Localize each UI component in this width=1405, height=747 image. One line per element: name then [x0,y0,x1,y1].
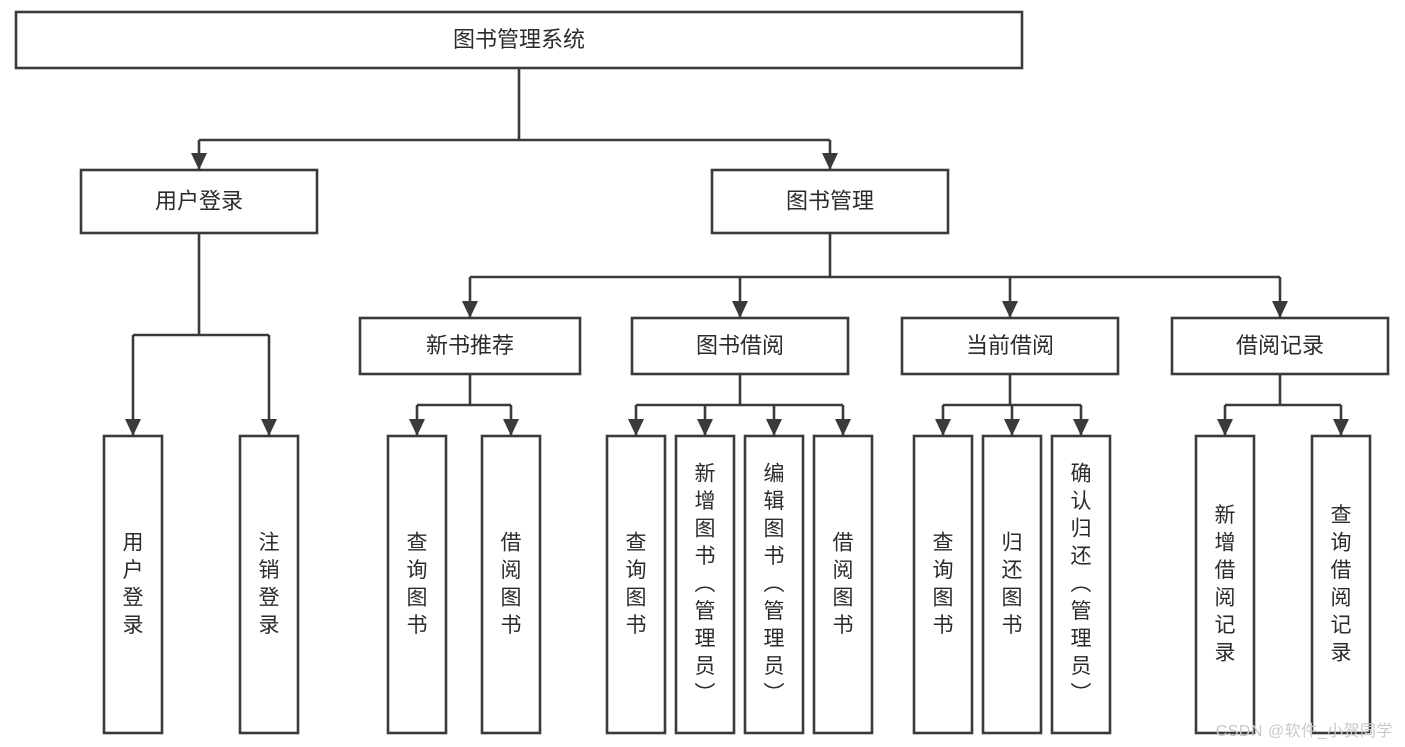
branch-current-borrow [943,374,1081,407]
node-box[interactable] [981,434,1043,735]
node-label: 查询图书 [407,531,428,637]
node-leaf-edit-book[interactable]: 编辑图书︵管理员︶ [743,434,805,735]
node-label: 查询图书 [626,531,647,637]
node-leaf-borrow-book-1[interactable]: 借阅图书 [480,434,542,735]
node-box[interactable] [358,316,582,376]
branch-book-borrow [636,374,843,407]
node-new-book-rec[interactable]: 新书推荐 [358,316,582,376]
arrow-head [125,419,141,436]
node-leaf-query-book-3[interactable]: 查询图书 [912,434,974,735]
branch-new-book-rec [417,374,511,407]
arrow-head [261,419,277,436]
node-leaf-add-book[interactable]: 新增图书︵管理员︶ [674,434,736,735]
node-box[interactable] [812,434,874,735]
node-current-borrow[interactable]: 当前借阅 [900,316,1120,376]
node-leaf-query-record[interactable]: 查询借阅记录 [1310,434,1372,735]
node-label: 借阅图书 [501,531,522,637]
branch-borrow-record [1225,374,1341,407]
node-box[interactable] [630,316,850,376]
node-box[interactable] [102,434,164,735]
node-label: 新增图书︵管理员︶ [695,462,716,705]
node-box[interactable] [674,434,736,735]
node-book-manage[interactable]: 图书管理 [710,168,950,235]
node-leaf-logout[interactable]: 注销登录 [238,434,300,735]
node-label: 注销登录 [259,531,280,637]
node-box[interactable] [743,434,805,735]
node-label: 当前借阅 [966,333,1054,358]
node-box[interactable] [1170,316,1390,376]
node-box[interactable] [605,434,667,735]
arrow-head [935,419,951,436]
arrow-head [732,301,748,318]
node-leaf-query-book-2[interactable]: 查询图书 [605,434,667,735]
arrow-head [191,153,207,170]
node-leaf-borrow-book-2[interactable]: 借阅图书 [812,434,874,735]
arrow-head [1002,301,1018,318]
node-label: 借阅记录 [1236,333,1324,358]
node-root-title[interactable]: 图书管理系统 [14,10,1024,70]
node-label: 用户登录 [155,188,243,213]
node-box[interactable] [238,434,300,735]
node-label: 图书借阅 [696,333,784,358]
node-book-borrow[interactable]: 图书借阅 [630,316,850,376]
node-label: 新书推荐 [426,333,514,358]
node-box[interactable] [900,316,1120,376]
arrows [125,140,1349,436]
node-leaf-user-login[interactable]: 用户登录 [102,434,164,735]
node-leaf-query-book-1[interactable]: 查询图书 [386,434,448,735]
node-box[interactable] [79,168,319,235]
arrow-head [503,419,519,436]
node-box[interactable] [1310,434,1372,735]
node-label: 归还图书 [1002,531,1023,637]
arrow-head [628,419,644,436]
node-box[interactable] [1194,434,1256,735]
node-user-login[interactable]: 用户登录 [79,168,319,235]
branch-root [199,68,830,142]
arrow-head [1217,419,1233,436]
branch-user-login [133,233,269,337]
node-box[interactable] [1050,434,1112,735]
branch-book-manage [470,233,1280,279]
node-label: 用户登录 [123,531,144,637]
arrow-head [462,301,478,318]
arrow-head [697,419,713,436]
node-label: 确认归还︵管理员︶ [1071,462,1092,705]
csdn-watermark: CSDN @软件_小贺同学 [1215,723,1393,740]
arrow-head [1272,301,1288,318]
node-leaf-return-book[interactable]: 归还图书 [981,434,1043,735]
arrow-head [766,419,782,436]
node-label: 图书管理 [786,188,874,213]
node-box[interactable] [480,434,542,735]
nodes: 图书管理系统用户登录图书管理新书推荐图书借阅当前借阅借阅记录用户登录注销登录查询… [14,10,1390,735]
node-box[interactable] [386,434,448,735]
node-label: 图书管理系统 [453,27,585,52]
node-label: 借阅图书 [833,531,854,637]
node-leaf-add-record[interactable]: 新增借阅记录 [1194,434,1256,735]
node-leaf-confirm-return[interactable]: 确认归还︵管理员︶ [1050,434,1112,735]
arrow-head [1004,419,1020,436]
arrow-head [1073,419,1089,436]
node-box[interactable] [912,434,974,735]
connectors [133,68,1341,407]
arrow-head [835,419,851,436]
node-label: 查询借阅记录 [1331,503,1352,664]
node-label: 新增借阅记录 [1215,503,1236,664]
node-box[interactable] [14,10,1024,70]
arrow-head [822,153,838,170]
node-label: 查询图书 [933,531,954,637]
node-box[interactable] [710,168,950,235]
arrow-head [409,419,425,436]
node-borrow-record[interactable]: 借阅记录 [1170,316,1390,376]
node-label: 编辑图书︵管理员︶ [764,462,785,705]
arrow-head [1333,419,1349,436]
